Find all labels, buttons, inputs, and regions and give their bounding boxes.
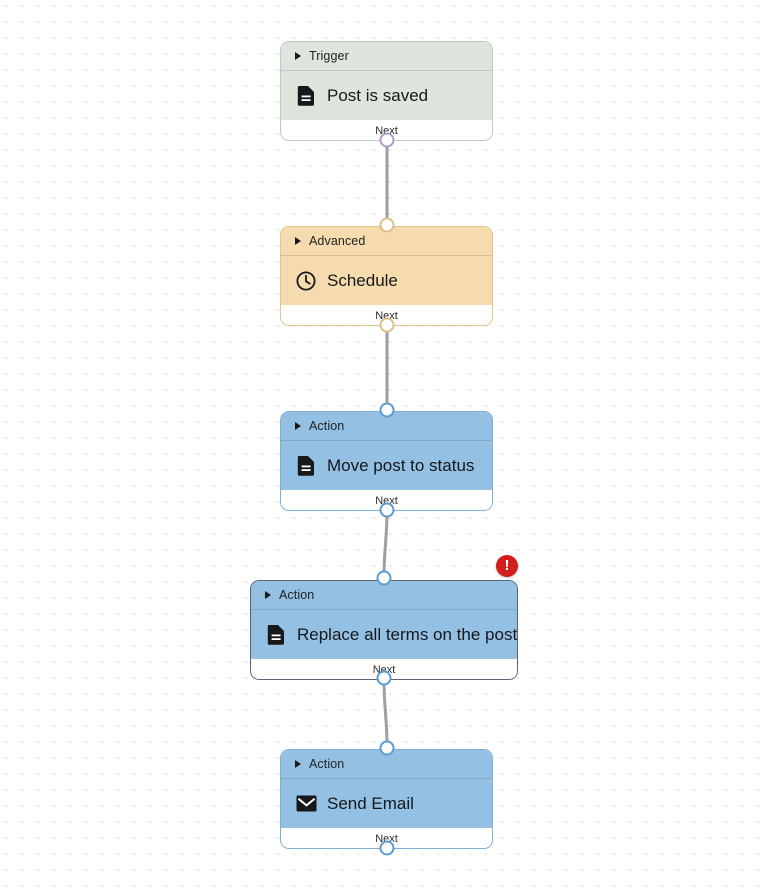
node-title: Replace all terms on the post [297,624,518,644]
node-body[interactable]: Replace all terms on the post [251,610,517,659]
node-footer-next[interactable]: Next [281,490,492,510]
node-body[interactable]: Move post to status [281,441,492,490]
port-action3-out[interactable] [379,840,395,856]
node-footer-next[interactable]: Next [281,828,492,848]
document-icon [265,624,287,646]
workflow-node-action-move-post-to-status[interactable]: Action Move post to status Next [280,411,493,511]
workflow-node-action-replace-all-terms-on-the-post[interactable]: Action Replace all terms on the post Nex… [250,580,518,680]
port-action2-out[interactable] [376,670,392,686]
node-body[interactable]: Send Email [281,779,492,828]
node-title: Post is saved [327,85,429,105]
node-header-label: Action [309,757,345,771]
envelope-icon [295,793,317,815]
port-action3-in[interactable] [379,740,395,756]
node-title: Send Email [327,793,414,813]
clock-icon [295,270,317,292]
caret-right-icon[interactable] [295,237,301,245]
node-header[interactable]: Trigger [281,42,492,71]
port-advanced-in[interactable] [379,217,395,233]
node-title: Move post to status [327,455,475,475]
node-header-label: Trigger [309,49,349,63]
document-icon [295,85,317,107]
node-body[interactable]: Post is saved [281,71,492,120]
node-header-label: Advanced [309,234,366,248]
node-header[interactable]: Action [281,750,492,779]
caret-right-icon[interactable] [295,760,301,768]
node-footer-next[interactable]: Next [281,305,492,325]
node-header[interactable]: Action [251,581,517,610]
workflow-node-action-send-email[interactable]: Action Send Email Next [280,749,493,849]
workflow-node-advanced-schedule[interactable]: Advanced Schedule Next [280,226,493,326]
caret-right-icon[interactable] [265,591,271,599]
node-header-label: Action [279,588,315,602]
port-action1-in[interactable] [379,402,395,418]
port-action2-in[interactable] [376,570,392,586]
caret-right-icon[interactable] [295,422,301,430]
error-badge-glyph: ! [504,557,510,574]
edge-action1-to-action2 [382,509,389,579]
port-action1-out[interactable] [379,502,395,518]
node-footer-next[interactable]: Next [281,120,492,140]
document-icon [295,455,317,477]
error-badge-icon[interactable]: ! [496,555,518,577]
node-header[interactable]: Action [281,412,492,441]
node-body[interactable]: Schedule [281,256,492,305]
caret-right-icon[interactable] [295,52,301,60]
workflow-node-trigger-post-is-saved[interactable]: Trigger Post is saved Next [280,41,493,141]
port-trigger-out[interactable] [379,132,395,148]
node-header-label: Action [309,419,345,433]
node-title: Schedule [327,270,398,290]
port-advanced-out[interactable] [379,317,395,333]
edge-action2-to-action3 [382,677,389,749]
